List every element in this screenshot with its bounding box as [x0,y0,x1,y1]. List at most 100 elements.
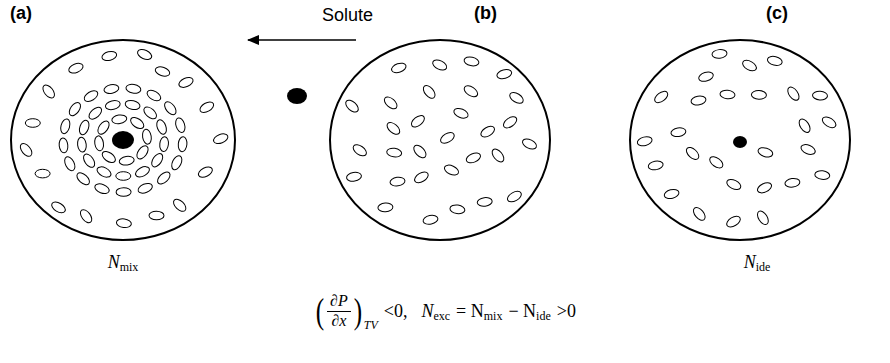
symbol: N [421,301,433,322]
solvent-molecule [116,172,131,181]
solvent-molecule [197,165,214,179]
solvent-molecule [100,149,117,165]
denominator: ∂x [328,312,349,330]
panel-label: (a) [10,4,32,22]
solvent-molecule [812,91,828,101]
solvent-molecule [25,119,40,128]
solvent-molecule [82,88,99,103]
solvent-molecule [691,205,707,222]
solvent-molecule [431,58,448,72]
solvent-molecule [786,85,802,102]
numerator: ∂P [327,292,351,311]
solvent-molecule [142,105,159,121]
solvent-molecule [351,142,368,158]
bracket: ( [316,290,324,332]
solvent-molecule [67,61,84,75]
solvent-molecule [756,181,773,195]
solvent-molecule [78,208,94,225]
solvent-molecule [741,58,758,73]
solvent-molecule [58,137,68,153]
solvent-molecule [720,89,736,99]
solvent-molecule [751,90,766,99]
bracket: ) [354,290,362,332]
solvent-molecule [136,48,153,62]
solvent-molecule [439,130,456,145]
solute-molecule [112,131,134,149]
solvent-molecule [449,204,465,215]
solvent-molecule [67,101,83,118]
solvent-molecule [77,137,87,153]
solvent-molecule [116,188,131,197]
solvent-molecule [94,135,105,151]
solvent-molecule [766,55,783,67]
solvent-molecule [663,188,680,200]
solvent-molecule [386,147,402,158]
solvent-molecule [670,127,686,138]
solvent-molecule [63,155,77,172]
solvent-molecule [409,113,426,129]
solvent-molecule [496,68,513,80]
solvent-molecule [413,170,430,185]
solvent-molecule [50,200,67,215]
solvent-molecule [502,114,519,130]
solvent-molecule [95,165,112,179]
symbol: N [108,252,120,273]
solvent-molecule [145,88,162,103]
solvent-molecule [344,98,361,114]
solvent-molecule [18,141,34,158]
subscript: ide [756,260,771,275]
solvent-molecule [389,176,405,187]
solvent-molecule [96,119,112,136]
count-label: Nide [744,252,771,273]
sample-circle [11,40,235,240]
solvent-molecule [784,177,800,188]
solvent-molecule [800,143,817,157]
solvent-molecule [757,146,774,159]
solvent-molecule [178,136,188,152]
solvent-molecule [111,114,127,125]
solvent-molecule [490,147,506,164]
solvent-molecule [465,151,482,165]
solute-label: Solute [322,6,373,24]
solvent-molecule [135,144,151,161]
solvent-molecule [725,214,742,229]
count-label: Nmix [108,252,139,273]
solvent-molecule [636,135,653,147]
solvent-molecule [78,119,91,136]
solvent-molecule [385,120,402,136]
solvent-molecule [462,84,479,99]
solvent-molecule [452,107,469,121]
solvent-molecule [725,177,742,191]
solvent-molecule [412,143,429,160]
solvent-molecule [797,117,812,134]
solvent-molecule [41,83,57,100]
solvent-molecule [521,137,538,151]
solvent-molecule [820,115,837,130]
solvent-molecule [129,115,146,131]
sample-circle [330,40,550,240]
solvent-molecule [155,170,172,187]
solvent-molecule [814,170,830,180]
panel-label: (b) [474,4,497,22]
solvent-molecule [684,145,701,162]
relation: <0, [384,301,408,322]
solvent-molecule [508,90,525,105]
solvent-molecule [101,50,118,62]
solvent-molecule [116,218,132,228]
subscript: mix [484,309,503,324]
solvent-molecule [212,132,229,145]
solute-molecule [287,88,307,104]
solvent-molecule [125,83,141,94]
solvent-molecule [506,189,523,204]
subscript: mix [120,260,139,275]
solvent-molecule [124,99,141,111]
solvent-molecule [477,197,493,207]
solvent-molecule [149,152,165,169]
solvent-molecule [463,56,479,68]
solvent-molecule [103,83,119,94]
subscript: TV [364,318,378,333]
solvent-molecule [421,83,437,100]
subscript: exc [433,309,450,324]
solvent-molecule [162,100,178,117]
solvent-molecule [154,65,171,78]
